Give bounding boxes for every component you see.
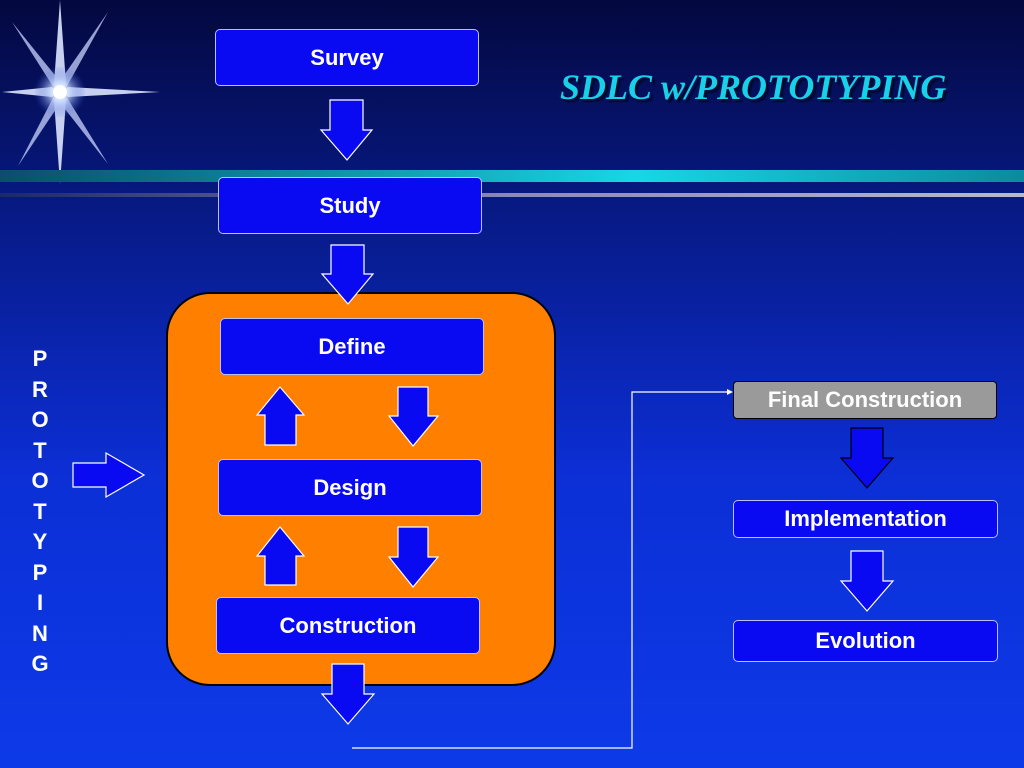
arrow-down-design-construction: [387, 526, 440, 588]
step-design-label: Design: [313, 474, 387, 500]
step-final-construction-label: Final Construction: [767, 387, 963, 412]
step-final-construction: Final Construction: [733, 381, 997, 419]
arrow-up-design-define: [255, 386, 306, 446]
step-study-label: Study: [319, 192, 381, 218]
vertical-letter: I: [36, 590, 44, 615]
arrow-down-survey-study: [319, 99, 374, 161]
vertical-letter: T: [33, 437, 47, 463]
vertical-letter: P: [32, 559, 48, 585]
step-define-label: Define: [318, 333, 386, 359]
vertical-letter: T: [33, 498, 47, 524]
arrow-down-implementation-evolution: [839, 550, 895, 612]
divider-line: [0, 193, 1024, 197]
arrow-right-prototyping: [72, 451, 146, 499]
vertical-letter: N: [32, 620, 48, 646]
step-design: Design: [218, 459, 482, 516]
arrow-down-construction-exit: [320, 663, 376, 725]
vertical-letter: O: [31, 407, 49, 432]
step-evolution: Evolution: [733, 620, 998, 662]
page-title: SDLC w/PROTOTYPING: [560, 67, 947, 107]
prototyping-vertical-label: P R O T O T Y P I N G: [28, 344, 52, 680]
connector-to-final-construction: [352, 391, 727, 749]
step-construction: Construction: [216, 597, 480, 654]
step-construction-label: Construction: [279, 612, 417, 638]
step-implementation: Implementation: [733, 500, 998, 538]
step-study: Study: [218, 177, 482, 234]
arrow-up-construction-design: [255, 526, 306, 586]
arrow-down-study-define: [320, 244, 375, 305]
step-survey-label: Survey: [310, 44, 384, 70]
step-implementation-label: Implementation: [784, 506, 947, 531]
vertical-letter: O: [31, 468, 49, 493]
vertical-letter: G: [31, 651, 49, 676]
vertical-letter: P: [32, 346, 48, 371]
vertical-letter: Y: [32, 529, 48, 554]
step-define: Define: [220, 318, 484, 375]
arrow-down-define-design: [387, 386, 440, 447]
arrow-down-final-implementation: [839, 427, 895, 489]
step-evolution-label: Evolution: [815, 628, 916, 653]
vertical-letter: R: [32, 376, 48, 402]
step-survey: Survey: [215, 29, 479, 86]
